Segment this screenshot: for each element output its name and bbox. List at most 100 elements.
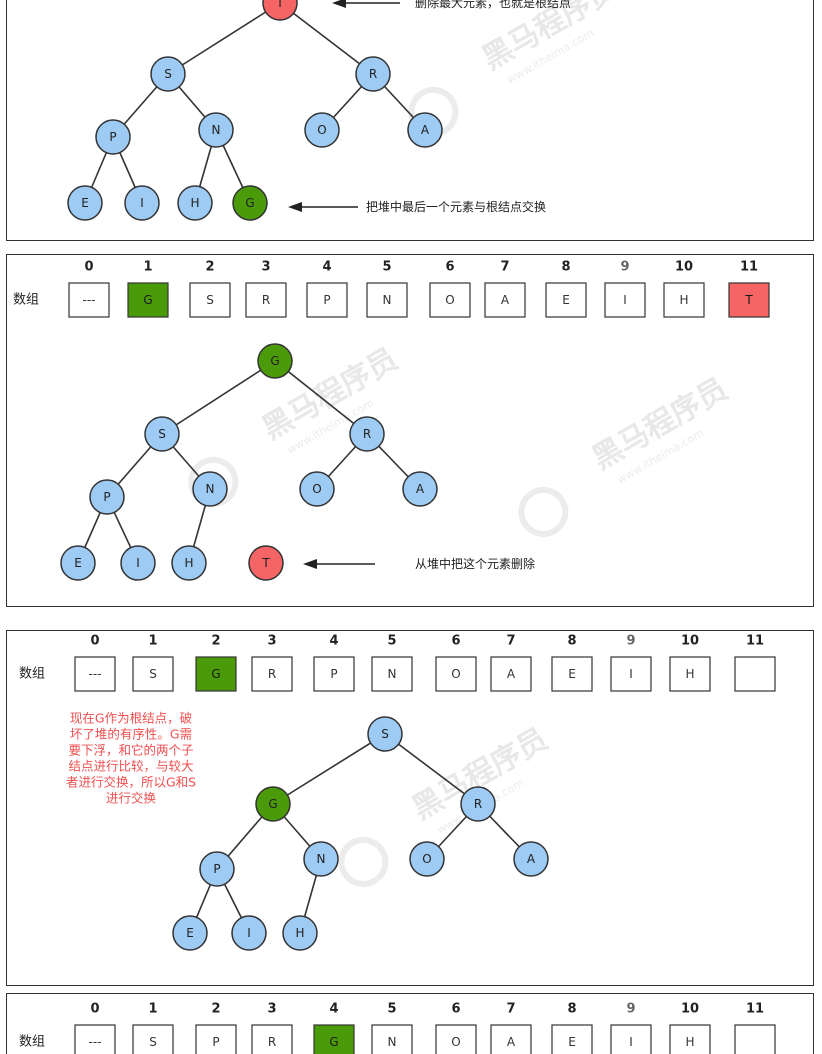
array-cell-value: R	[262, 293, 270, 307]
tree-node-label: P	[103, 490, 110, 504]
array-cell-value: ---	[89, 667, 102, 681]
array-cell	[490, 1024, 532, 1054]
tree-node-label: R	[369, 67, 377, 81]
array-index: 9	[626, 634, 635, 649]
array-cell	[545, 282, 587, 318]
tree-edge	[167, 2, 281, 75]
array-index: 8	[567, 1002, 576, 1017]
array-cell	[435, 656, 477, 692]
array-cell-value: N	[388, 1035, 397, 1049]
array-cell-value: G	[329, 1035, 338, 1049]
tree-node	[120, 545, 156, 581]
array-index: 6	[451, 1002, 460, 1017]
tree-node	[402, 471, 438, 507]
array-label: 数组	[13, 293, 39, 308]
tree-node-label: G	[270, 354, 279, 368]
array-cell	[734, 656, 776, 692]
tree-node	[407, 112, 443, 148]
tree-node	[124, 185, 160, 221]
tree-node-label: E	[74, 556, 82, 570]
tree-node-label: S	[381, 727, 389, 741]
array-cell	[195, 656, 237, 692]
array-cell-value: O	[445, 293, 454, 307]
array-cell	[366, 282, 408, 318]
array-index: 0	[84, 260, 93, 275]
array-cell-value: G	[143, 293, 152, 307]
tree-node	[60, 545, 96, 581]
tree-node-label: A	[527, 852, 536, 866]
array-index: 0	[90, 634, 99, 649]
array-index: 2	[211, 634, 220, 649]
array-cell	[610, 1024, 652, 1054]
array-cell	[251, 656, 293, 692]
array-cell-value: H	[679, 293, 688, 307]
tree-node-label: P	[109, 130, 116, 144]
array-cell	[195, 1024, 237, 1054]
array-index: 11	[740, 260, 758, 275]
array-cell	[68, 282, 110, 318]
array-cell-value: R	[268, 667, 276, 681]
array-cell	[728, 282, 770, 318]
array-cell-value: N	[388, 667, 397, 681]
tree-node	[257, 343, 293, 379]
tree-edge	[279, 2, 374, 75]
array-index: 1	[148, 1002, 157, 1017]
tree-edge	[161, 360, 276, 435]
tree-node	[248, 545, 284, 581]
arrow-head-icon	[303, 559, 317, 569]
tree-node	[67, 185, 103, 221]
array-cell-value: A	[501, 293, 510, 307]
array-cell	[490, 656, 532, 692]
tree-node	[409, 841, 445, 877]
tree-node-label: E	[186, 926, 194, 940]
array-cell-value: S	[149, 1035, 157, 1049]
annotation-text: 把堆中最后一个元素与根结点交换	[366, 199, 546, 214]
tree-node-label: S	[164, 67, 172, 81]
array-cell-value: T	[744, 293, 753, 307]
annotation-text: 从堆中把这个元素删除	[415, 556, 535, 571]
array-cell	[74, 1024, 116, 1054]
array-cell-value: S	[149, 667, 157, 681]
array-index: 6	[451, 634, 460, 649]
tree-node-label: R	[363, 427, 371, 441]
array-index: 10	[681, 1002, 699, 1017]
array-index: 8	[561, 260, 570, 275]
array-cell	[484, 282, 526, 318]
tree-node	[199, 851, 235, 887]
array-index: 5	[387, 1002, 396, 1017]
array-index: 11	[746, 1002, 764, 1017]
tree-node	[460, 786, 496, 822]
array-cell	[669, 1024, 711, 1054]
arrow-head-icon	[332, 0, 346, 8]
array-cell-value: P	[330, 667, 337, 681]
array-cell-value: E	[568, 667, 576, 681]
array-cell	[371, 1024, 413, 1054]
tree-node-label: E	[81, 196, 89, 210]
tree-node-label: A	[416, 482, 425, 496]
arrow-head-icon	[288, 202, 302, 212]
array-index: 10	[675, 260, 693, 275]
note-line: 要下浮，和它的两个子	[68, 743, 193, 758]
array-index: 3	[267, 1002, 276, 1017]
array-cell	[663, 282, 705, 318]
array-index: 0	[90, 1002, 99, 1017]
array-label: 数组	[19, 1035, 45, 1050]
tree-node-label: N	[206, 482, 215, 496]
tree-node	[172, 915, 208, 951]
tree-edge	[274, 360, 368, 435]
tree-node	[282, 915, 318, 951]
tree-node-label: O	[317, 123, 326, 137]
array-cell	[604, 282, 646, 318]
array-index: 4	[322, 260, 331, 275]
array-index: 1	[143, 260, 152, 275]
tree-node-label: P	[213, 862, 220, 876]
tree-node-label: G	[245, 196, 254, 210]
array-cell	[245, 282, 287, 318]
array-cell-value: P	[323, 293, 330, 307]
array-cell	[132, 1024, 174, 1054]
tree-node	[177, 185, 213, 221]
tree-node-label: I	[247, 926, 251, 940]
array-cell	[74, 656, 116, 692]
